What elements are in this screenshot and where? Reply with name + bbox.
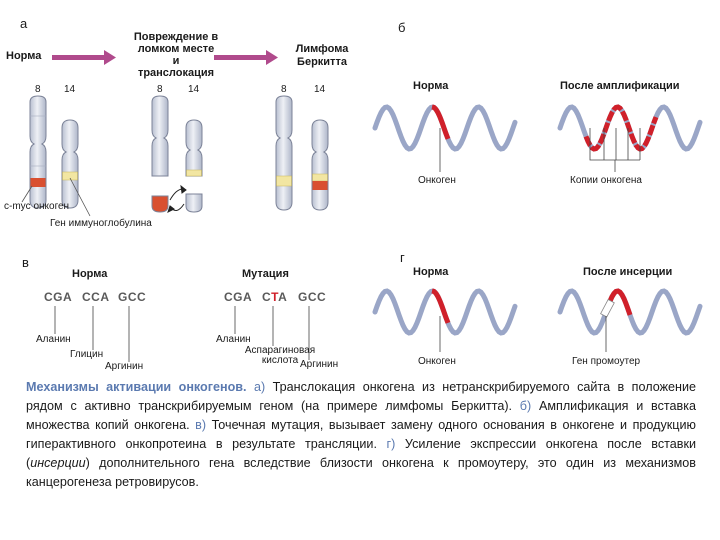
aa-arginine-norm: Аргинин [105, 361, 144, 372]
codon-gcc-mut: GCC [298, 290, 327, 304]
translocation-arrows [167, 184, 187, 213]
panel-a-step1-label: Повреждение в ломком месте и транслокаци… [112, 31, 240, 79]
ig-band [62, 171, 78, 181]
oncogene-segment [431, 288, 451, 324]
chromosome-8-break [151, 95, 169, 213]
panel-g-norm-title: Норма [413, 266, 449, 278]
panel-g-promoter-caption: Ген промоутер [572, 356, 641, 367]
step1-line-3: и [172, 55, 180, 67]
panel-b-amp-title: После амплификации [560, 80, 680, 92]
promoter-insert [600, 298, 615, 318]
chr14-label-3: 14 [314, 84, 326, 95]
chr14-label-1: 14 [64, 84, 76, 95]
step2-line-1: Лимфома [295, 43, 349, 55]
figure-caption: Механизмы активации онкогенов. а) Трансл… [26, 378, 696, 492]
ig-pointer [69, 177, 91, 217]
panel-b-letter: б [398, 20, 406, 35]
wave-b-amplified [557, 104, 703, 172]
panel-b-norm-title: Норма [413, 80, 449, 92]
wave-g-insertion [557, 288, 703, 352]
arrow-1 [52, 50, 116, 65]
oncogene-segment [605, 288, 633, 316]
caption-g-letter: г) [386, 437, 396, 451]
aa-alanine-norm: Аланин [36, 334, 71, 345]
codon-gcc-norm: GCC [118, 290, 147, 304]
step1-line-4: транслокация [137, 67, 215, 79]
panel-b-oncogene-caption: Онкоген [418, 175, 456, 186]
caption-g-text-2: ) дополнительного гена вследствие близос… [26, 456, 696, 489]
panel-v-norm-title: Норма [72, 268, 108, 280]
aa-glycine-norm: Глицин [70, 349, 104, 360]
codon-cta-mut: CTA [262, 290, 287, 304]
caption-g-italic: инсерции [30, 456, 86, 470]
codon-cca-norm: CCA [82, 290, 110, 304]
aa-aspartic-mut: Аспарагиновая кислота [240, 346, 320, 366]
mut-base-c: C [262, 290, 272, 304]
panel-v-letter: в [22, 255, 29, 270]
caption-g-text-1: Усиление экспрессии онкогена после встав… [26, 437, 696, 470]
panel-a-letter: а [20, 16, 28, 31]
caption-a-text: Транслокация онкогена из нетранскрибируе… [26, 380, 696, 413]
step1-line-2: ломком месте [137, 43, 215, 55]
chr8-label-2: 8 [157, 84, 163, 95]
caption-a-letter: а) [254, 380, 266, 394]
caption-b-text: Амплификация и вставка множества копий о… [26, 399, 696, 432]
wave-b-normal [372, 104, 518, 172]
myc-pointer [21, 185, 33, 203]
aa-aspartic-line-2: кислота [261, 355, 299, 366]
aa-arginine-mut: Аргинин [300, 359, 339, 370]
mut-base-t: T [271, 290, 279, 304]
aa-alanine-mut: Аланин [216, 334, 251, 345]
cmyc-oncogene-label: c-myc онкоген [4, 201, 70, 212]
panel-g-insertion-title: После инсерции [583, 266, 673, 278]
panel-b-copies-caption: Копии онкогена [570, 175, 642, 186]
wave-g-normal [372, 288, 518, 352]
chromosome-14-break [185, 119, 203, 213]
chromosome-8-burkitt [275, 95, 293, 211]
aa-aspartic-line-1: Аспарагиновая [244, 345, 316, 356]
codon-cga-norm: CGA [44, 290, 73, 304]
myc-band [30, 178, 46, 187]
oncogene-copies [583, 104, 659, 152]
step1-line-1: Повреждение в [133, 31, 219, 43]
panel-a-step2-label: Лимфома Беркитта [280, 43, 364, 69]
caption-title: Механизмы активации онкогенов. [26, 380, 247, 394]
codon-cga-mut: CGA [224, 290, 253, 304]
chromosome-8-normal [29, 95, 47, 209]
mut-base-a: A [278, 290, 288, 304]
caption-b-letter: б) [519, 399, 532, 413]
arrow-2 [214, 50, 278, 65]
panel-a-norm-label: Норма [6, 50, 42, 62]
chr14-label-2: 14 [188, 84, 200, 95]
panel-v-mutation-title: Мутация [242, 268, 289, 280]
chr8-label-1: 8 [35, 84, 41, 95]
step2-line-2: Беркитта [297, 56, 347, 68]
caption-v-text: Точечная мутация, вызывает замену одного… [26, 418, 696, 451]
chr8-label-3: 8 [281, 84, 287, 95]
panel-g-letter: г [400, 250, 405, 265]
caption-v-letter: в) [195, 418, 207, 432]
oncogene-segment [431, 104, 451, 140]
ig-gene-label: Ген иммуноглобулина [50, 218, 152, 229]
panel-g-oncogene-caption: Онкоген [418, 356, 456, 367]
chromosome-14-burkitt [311, 119, 329, 211]
